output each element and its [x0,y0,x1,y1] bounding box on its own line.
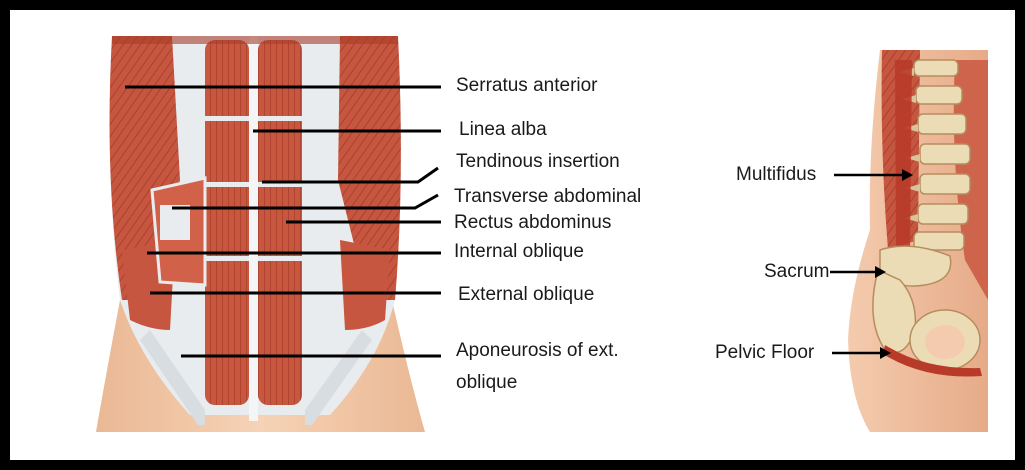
lateral-spine-illustration [848,50,988,432]
label-internal-oblique: Internal oblique [454,242,584,261]
label-pelvic-floor: Pelvic Floor [715,343,814,362]
label-tendinous-insertion: Tendinous insertion [456,152,620,171]
label-aponeurosis-line1: Aponeurosis of ext. [456,341,619,360]
label-rectus-abdominus: Rectus abdominus [454,213,611,232]
label-serratus-anterior: Serratus anterior [456,76,598,95]
label-aponeurosis-line2: oblique [456,373,517,392]
label-sacrum: Sacrum [764,262,829,281]
label-linea-alba: Linea alba [459,120,547,139]
label-external-oblique: External oblique [458,285,594,304]
label-transverse-abdominal: Transverse abdominal [454,187,641,206]
diagram-canvas: Serratus anterior Linea alba Tendinous i… [10,10,1015,460]
label-multifidus: Multifidus [736,165,816,184]
front-torso-illustration [96,36,425,432]
